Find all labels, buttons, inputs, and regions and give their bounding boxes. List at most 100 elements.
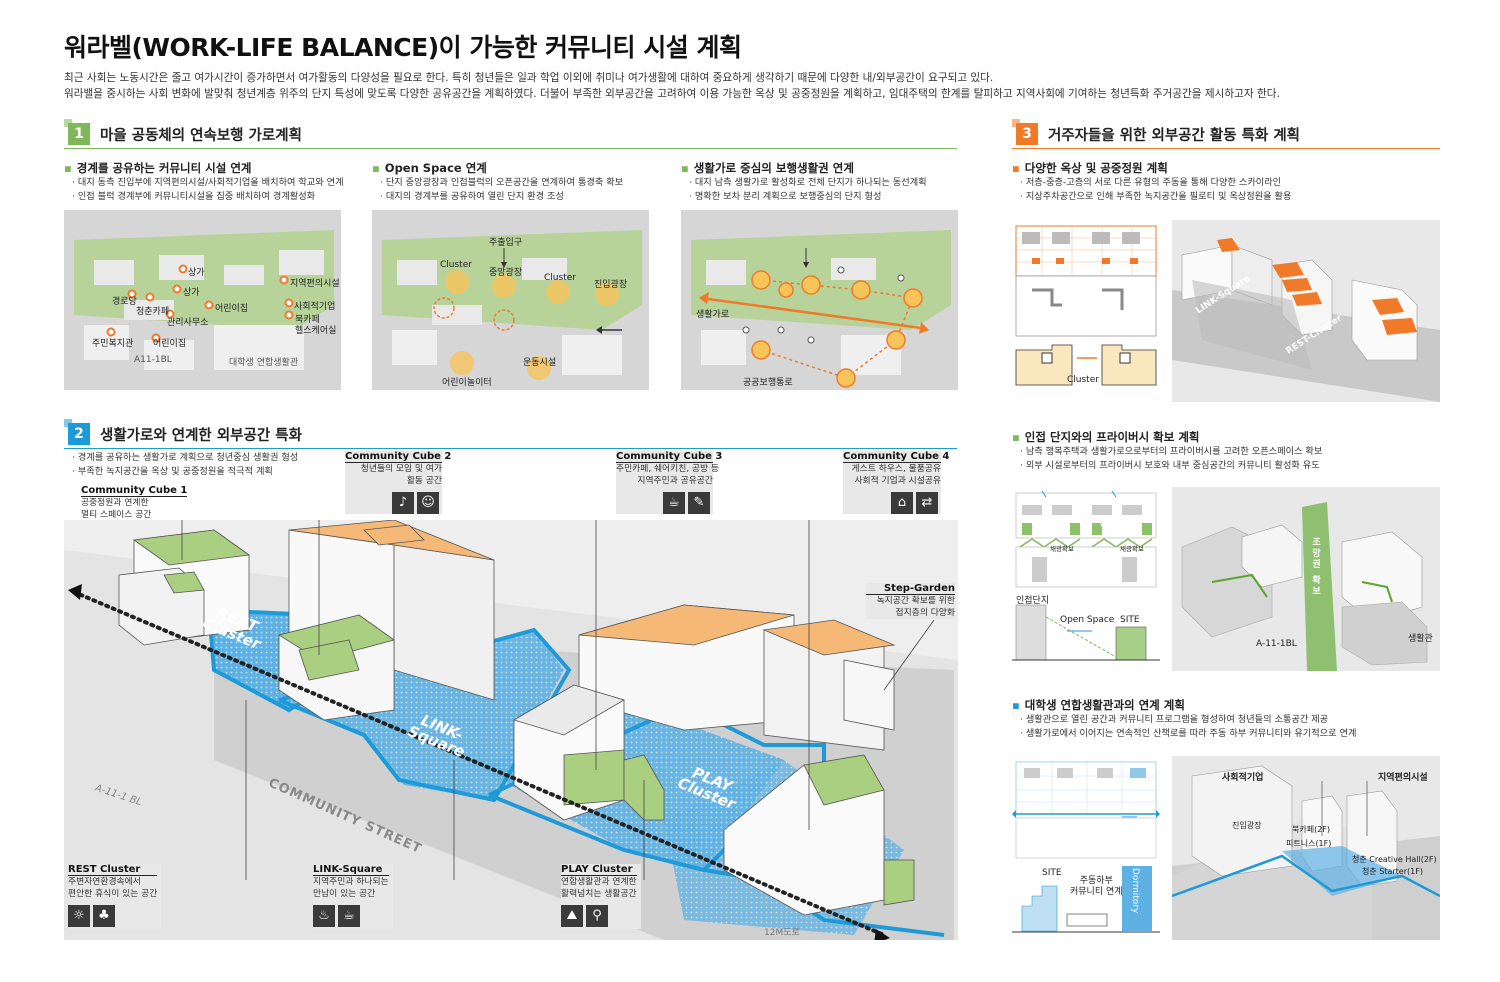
p3-fit-label: 피트니스(1F) <box>1286 839 1332 848</box>
link-square-label: LINK-Square 지역주민과 하나되는 만남이 있는 공간 ♨☕ <box>313 864 393 929</box>
s3-sub-3: ▪대학생 연합생활관과의 연계 계획 · 생활관으로 열린 공간과 커뮤니티 프… <box>1012 698 1357 739</box>
section-2-desc: · 경계를 공유하는 생활가로 계획으로 청년중심 생활권 형성 · 부족한 녹… <box>72 452 299 477</box>
intro-line-1: 최근 사회는 노동시간은 줄고 여가시간이 증가하면서 여가활동의 다양성을 필… <box>64 72 994 84</box>
s3-sub-1-line-2: 지상주차공간으로 인해 부족한 녹지공간을 필로티 및 옥상정원을 활용 <box>1025 190 1292 202</box>
s3-sub-3-line-1: 생활관으로 열린 공간과 커뮤니티 프로그램을 형성하여 청년들의 소통공간 제… <box>1025 714 1329 725</box>
section-1-header: 1 마을 공동체의 연속보행 가로계획 <box>64 119 302 146</box>
kitchen-icon: ☕ <box>663 491 685 514</box>
p3-site-label: SITE <box>1042 868 1062 878</box>
section-3-title: 거주자들을 위한 외부공간 활동 특화 계획 <box>1048 127 1301 144</box>
axonometric-diagram: REST Cluster LINK- Square PLAY Cluster C… <box>64 520 958 940</box>
map-2-svg <box>372 210 649 390</box>
m1-label-5: 청춘카페 <box>136 307 170 317</box>
dorm-link-plan-svg <box>1012 761 1160 933</box>
cube-4-title: Community Cube 4 <box>843 451 950 463</box>
dorm-link-3d-diagram: 사회적기업 지역편의시설 진입광장 북카페(2F) 피트니스(1F) 청춘 Cr… <box>1172 756 1440 940</box>
meeting-icon: ☺ <box>417 491 439 514</box>
cube-4-line-2: 사회적 기업과 시설공유 <box>854 476 941 486</box>
rooftop-plan-diagram: Cluster <box>1012 220 1160 402</box>
s3-sub-1: ▪다양한 옥상 및 공중정원 계획 · 저층-중층-고층의 서로 다른 유형의 … <box>1012 161 1292 202</box>
p2-open-2: Open <box>1100 520 1125 530</box>
m1-label-13: A11-1BL <box>134 355 172 365</box>
page-title: 워라벨(WORK-LIFE BALANCE)이 가능한 커뮤니티 시설 계획 <box>64 33 742 62</box>
p2-block-label: A-11-1BL <box>1256 639 1297 649</box>
sharing-icon: ⇄ <box>916 491 938 514</box>
section-3-number: 3 <box>1012 119 1038 145</box>
s2-line-1: 경계를 공유하는 생활가로 계획으로 청년중심 생활권 형성 <box>77 452 299 463</box>
p2-site-label: SITE <box>1120 615 1140 625</box>
step-garden-line-1: 녹지공간 확보를 위한 <box>876 596 955 606</box>
rest-cluster-title: REST Cluster <box>68 864 158 876</box>
cube-2-line-2: 활동 공간 <box>406 476 442 486</box>
m2-label-3: 중앙광장 <box>489 268 523 278</box>
axonometric-svg <box>64 520 958 940</box>
s3-sub-2-line-1: 남측 행복주택과 생활가로으로부터의 프라이버시를 고려한 오픈스페이스 확보 <box>1025 446 1323 457</box>
s3-sub-2: ▪인접 단지와의 프라이버시 확보 계획 · 남측 행복주택과 생활가로으로부터… <box>1012 430 1323 471</box>
section-2-rule <box>64 448 957 449</box>
rooftop-plan-svg <box>1015 225 1157 386</box>
p3-comm-label: 주동하부 커뮤니티 연계 <box>1070 876 1123 898</box>
map-3-svg <box>681 210 958 390</box>
section-2-number: 2 <box>64 419 90 445</box>
dorm-link-plan-diagram: SITE 주동하부 커뮤니티 연계 Dormitory <box>1012 756 1160 940</box>
s1-sub-2-title: Open Space 연계 <box>384 161 487 175</box>
m1-label-12: 어린이집 <box>153 339 187 349</box>
m1-label-2: 지역편의시설 <box>290 279 340 289</box>
section-3-header: 3 거주자들을 위한 외부공간 활동 특화 계획 <box>1012 119 1301 146</box>
p3-plaza-label: 진입광장 <box>1232 821 1262 830</box>
cube-3-line-1: 주민카페, 쉐어키친, 공방 등 <box>616 464 720 474</box>
s3-sub-2-line-2: 외부 시설로부터의 프라이버시 보호와 내부 중심공간의 커뮤니티 활성화 유도 <box>1025 459 1320 471</box>
p2-os-label: Open Space <box>1060 615 1115 625</box>
cube-3-label: Community Cube 3 주민카페, 쉐어키친, 공방 등 지역주민과 … <box>616 451 722 514</box>
m2-label-6: 운동시설 <box>523 358 557 368</box>
rest-cluster-label: REST Cluster 주변자연환경속에서 편안한 휴식이 있는 공간 ☼♣ <box>68 864 162 929</box>
playground-icon: ⚲ <box>586 904 608 927</box>
m1-label-4: 경로당 <box>112 297 137 307</box>
m3-label-2: 공공보행통로 <box>743 378 793 388</box>
rest-cluster-line-1: 주변자연환경속에서 <box>68 877 141 887</box>
link-square-line-1: 지역주민과 하나되는 <box>313 877 389 887</box>
step-garden-title: Step-Garden <box>866 583 955 595</box>
map-1-svg <box>64 210 341 390</box>
section-1-title: 마을 공동체의 연속보행 가로계획 <box>100 127 302 144</box>
m2-label-2: Cluster <box>440 260 472 270</box>
community-facility-map: 상가 지역편의시설 상가 경로당 청춘카페 어린이집 사회적기업 관리사무소 북… <box>64 210 341 390</box>
s1-sub-2: ▪Open Space 연계 · 단지 중앙광장과 인접블럭의 오픈공간을 연계… <box>372 161 624 202</box>
privacy-plan-svg <box>1012 490 1160 661</box>
intro-line-2: 워라밸을 중시하는 사회 변화에 발맞춰 청년계층 위주의 단지 특성에 맞도록… <box>64 88 1280 100</box>
road-label: 12M도로 <box>764 928 800 938</box>
link-square-line-2: 만남이 있는 공간 <box>313 889 376 899</box>
cube-1-line-1: 공중정원과 연계한 <box>81 498 149 508</box>
picnic-icon: ♨ <box>313 904 335 927</box>
bench-icon: ♣ <box>93 904 115 927</box>
section-1-rule <box>64 148 957 149</box>
play-cluster-title: PLAY Cluster <box>561 864 637 876</box>
rest-icon: ☼ <box>68 904 90 927</box>
s1-sub-2-line-1: 단지 중앙광장과 인접블럭의 오픈공간을 연계하여 통경축 확보 <box>385 177 624 188</box>
p3-comm-1: 주동하부 <box>1079 876 1113 886</box>
privacy-3d-svg <box>1172 487 1440 671</box>
m2-label-5: 진입광장 <box>594 280 628 290</box>
cube-1-line-2: 멀티 스페이스 공간 <box>81 510 152 520</box>
s2-line-2: 부족한 녹지공간을 옥상 및 공중정원을 적극적 계획 <box>77 465 273 477</box>
cube-1-label: Community Cube 1 공중정원과 연계한 멀티 스페이스 공간 <box>81 485 188 521</box>
m1-label-8: 관리사무소 <box>167 318 209 328</box>
m1-label-11: 주민복지관 <box>92 339 134 349</box>
section-3-rule <box>1012 148 1440 149</box>
s1-sub-3: ▪생활가로 중심의 보행생활권 연계 · 대지 남측 생활가로 활성화로 전체 … <box>681 161 927 202</box>
s3-sub-1-title: 다양한 옥상 및 공중정원 계획 <box>1024 161 1168 175</box>
s1-sub-1-line-2: 인접 블럭 경계부에 커뮤니티시설을 집중 배치하여 경계활성화 <box>77 190 316 202</box>
s1-sub-1: ▪경계를 공유하는 커뮤니티 시설 연계 · 대지 동측 진입부에 지역편의시설… <box>64 161 344 202</box>
p2-axis-label: 조망권 확보 <box>1310 537 1320 598</box>
p2-adj-label: 인접단지 <box>1016 596 1050 606</box>
m1-label-14: 대학생 연합생활관 <box>229 358 299 368</box>
p3-comm-2: 커뮤니티 연계 <box>1070 887 1123 897</box>
open-space-map: 주출입구 Cluster 중앙광장 Cluster 진입광장 운동시설 어린이놀… <box>372 210 649 390</box>
m2-label-4: Cluster <box>544 273 576 283</box>
cube-2-title: Community Cube 2 <box>345 451 452 463</box>
cube-4-line-1: 게스트 하우스, 물품공유 <box>851 464 941 474</box>
p3-social-label: 사회적기업 <box>1222 773 1264 783</box>
p3-conv-label: 지역편의시설 <box>1378 773 1428 783</box>
cube-2-label: Community Cube 2 청년들의 모임 및 여가 활동 공간 ♪☺ <box>345 451 452 514</box>
s3-sub-3-title: 대학생 연합생활관과의 연계 계획 <box>1024 698 1185 712</box>
